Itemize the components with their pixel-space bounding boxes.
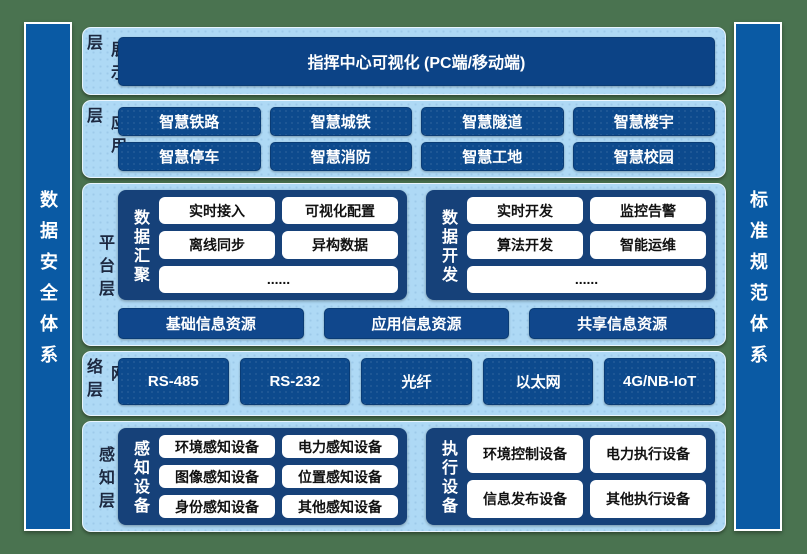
device-power-sensing: 电力感知设备 (282, 435, 398, 458)
platform-item-monitor-alert: 监控告警 (590, 197, 706, 225)
layer-label-perception: 感知层 (96, 445, 113, 515)
device-other-sensing: 其他感知设备 (282, 495, 398, 518)
app-item-smart-tunnel: 智慧隧道 (421, 107, 564, 136)
layer-panel-perception: 感知层 感知设备 环境感知设备 电力感知设备 图像感知设备 位置感知设备 身份感… (82, 421, 726, 532)
device-info-publishing: 信息发布设备 (467, 480, 583, 518)
app-item-smart-firefighting: 智慧消防 (269, 142, 412, 171)
layer-panel-application: 应用层 智慧铁路 智慧城铁 智慧隧道 智慧楼宇 智慧停车 智慧消防 智慧工地 智… (82, 100, 726, 178)
platform-item-realtime-access: 实时接入 (159, 197, 275, 225)
app-item-smart-building: 智慧楼宇 (572, 107, 715, 136)
device-power-execution: 电力执行设备 (590, 435, 706, 473)
layer-label-display: 展示层 (84, 34, 125, 87)
device-location-sensing: 位置感知设备 (282, 465, 398, 488)
platform-item-offline-sync: 离线同步 (159, 231, 275, 259)
platform-item-realtime-dev: 实时开发 (467, 197, 583, 225)
data-security-system-bar: 数据安全体系 (24, 22, 72, 531)
platform-item-more-development: ...... (467, 265, 706, 293)
layer-panel-platform: 平台层 数据汇聚 实时接入 可视化配置 离线同步 异构数据 ...... (82, 183, 726, 346)
network-item-4g-nbiot: 4G/NB-IoT (604, 358, 715, 405)
layer-label-application: 应用层 (84, 107, 125, 160)
app-item-smart-parking: 智慧停车 (118, 142, 261, 171)
device-identity-sensing: 身份感知设备 (159, 495, 275, 518)
platform-item-heterogeneous-data: 异构数据 (282, 231, 398, 259)
resource-shared-info: 共享信息资源 (529, 308, 716, 339)
data-security-system-label: 数据安全体系 (38, 190, 58, 376)
network-item-rs232: RS-232 (239, 358, 351, 405)
data-development-label: 数据开发 (439, 208, 456, 285)
data-aggregation-group: 数据汇聚 实时接入 可视化配置 离线同步 异构数据 ...... (118, 190, 407, 300)
network-item-rs485: RS-485 (118, 358, 229, 405)
information-resource-row: 基础信息资源 应用信息资源 共享信息资源 (118, 308, 716, 339)
platform-item-intelligent-ops: 智能运维 (590, 231, 706, 259)
app-item-smart-railway: 智慧铁路 (118, 107, 261, 136)
device-image-sensing: 图像感知设备 (159, 465, 275, 488)
layer-label-platform: 平台层 (96, 233, 113, 303)
standards-system-label: 标准规范体系 (748, 190, 768, 376)
platform-item-visual-config: 可视化配置 (282, 197, 398, 225)
network-item-fiber: 光纤 (361, 358, 472, 405)
layer-stack: 展示层 指挥中心可视化 (PC端/移动端) 应用层 智慧铁路 智慧城铁 智慧隧道… (82, 27, 726, 532)
execution-devices-label: 执行设备 (439, 440, 456, 516)
data-aggregation-label: 数据汇聚 (131, 208, 148, 285)
layer-panel-display: 展示层 指挥中心可视化 (PC端/移动端) (82, 27, 726, 95)
platform-item-algorithm-dev: 算法开发 (467, 231, 583, 259)
app-item-smart-metro: 智慧城铁 (269, 107, 412, 136)
perception-devices-group: 感知设备 环境感知设备 电力感知设备 图像感知设备 位置感知设备 身份感知设备 … (118, 428, 407, 525)
layer-panel-network: 网络层 RS-485 RS-232 光纤 以太网 4G/NB-IoT (82, 351, 726, 416)
network-grid: RS-485 RS-232 光纤 以太网 4G/NB-IoT (118, 358, 715, 409)
layer-label-network: 网络层 (84, 358, 125, 404)
resource-application-info: 应用信息资源 (323, 308, 510, 339)
device-env-control: 环境控制设备 (467, 435, 583, 473)
platform-item-more-aggregation: ...... (159, 265, 398, 293)
network-item-ethernet: 以太网 (482, 358, 594, 405)
standards-system-bar: 标准规范体系 (734, 22, 782, 531)
command-center-visualization-bar: 指挥中心可视化 (PC端/移动端) (118, 36, 715, 86)
execution-devices-group: 执行设备 环境控制设备 电力执行设备 信息发布设备 其他执行设备 (426, 428, 715, 525)
resource-basic-info: 基础信息资源 (118, 308, 304, 339)
application-grid: 智慧铁路 智慧城铁 智慧隧道 智慧楼宇 智慧停车 智慧消防 智慧工地 智慧校园 (118, 107, 715, 171)
device-env-sensing: 环境感知设备 (159, 435, 275, 458)
device-other-execution: 其他执行设备 (590, 480, 706, 518)
app-item-smart-construction: 智慧工地 (421, 142, 564, 171)
app-item-smart-campus: 智慧校园 (572, 142, 715, 171)
data-development-group: 数据开发 实时开发 监控告警 算法开发 智能运维 ...... (426, 190, 715, 300)
perception-devices-label: 感知设备 (131, 440, 148, 516)
